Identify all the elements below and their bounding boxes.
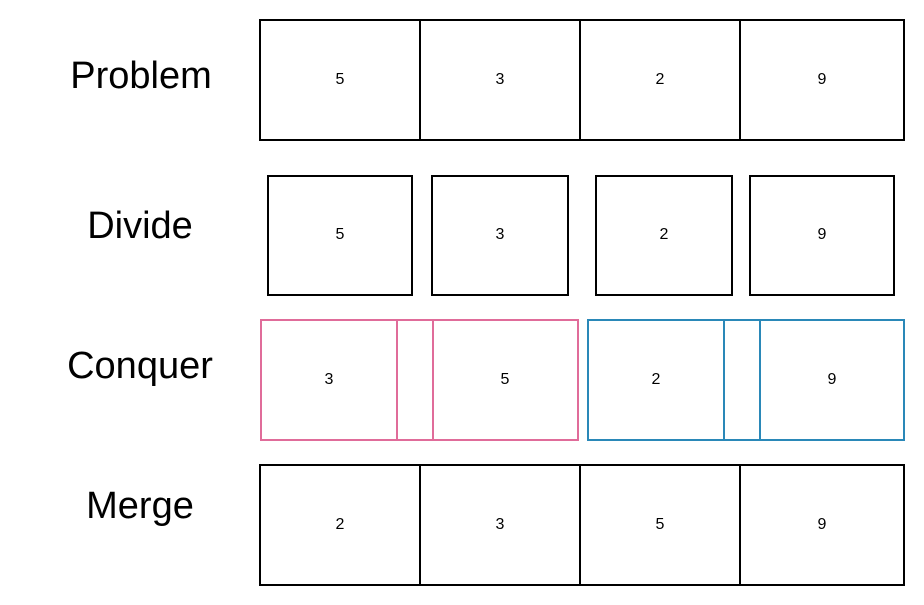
conquer-cell-4: 9 bbox=[828, 371, 837, 388]
conquer-left-group: 3 5 bbox=[260, 319, 579, 441]
problem-cell-2: 3 bbox=[496, 71, 505, 88]
divide-box-1 bbox=[267, 175, 413, 296]
merge-cell-4: 9 bbox=[818, 516, 827, 533]
conquer-right-group: 2 9 bbox=[587, 319, 905, 441]
conquer-cell-1: 3 bbox=[325, 371, 334, 388]
divide-cell-4: 9 bbox=[818, 226, 827, 243]
problem-cell-3: 2 bbox=[656, 71, 665, 88]
problem-cell-4: 9 bbox=[818, 71, 827, 88]
problem-array: 5 3 2 9 bbox=[259, 19, 905, 141]
conquer-cell-3: 2 bbox=[652, 371, 661, 388]
divide-box-3 bbox=[595, 175, 733, 296]
merge-array: 2 3 5 9 bbox=[259, 464, 905, 586]
merge-label: Merge bbox=[86, 485, 194, 527]
divide-box-2 bbox=[431, 175, 569, 296]
merge-cell-1: 2 bbox=[336, 516, 345, 533]
conquer-right-border bbox=[587, 319, 905, 441]
divide-box-4 bbox=[749, 175, 895, 296]
conquer-cell-2: 5 bbox=[501, 371, 510, 388]
merge-cell-2: 3 bbox=[496, 516, 505, 533]
divide-cell-3: 2 bbox=[660, 226, 669, 243]
divide-cell-2: 3 bbox=[496, 226, 505, 243]
merge-array-border bbox=[259, 464, 905, 586]
conquer-left-border bbox=[260, 319, 579, 441]
divide-label: Divide bbox=[87, 205, 193, 247]
conquer-label: Conquer bbox=[67, 345, 213, 387]
problem-array-border bbox=[259, 19, 905, 141]
problem-label: Problem bbox=[70, 55, 212, 97]
divide-cell-1: 5 bbox=[336, 226, 345, 243]
divide-cells: 5 3 2 9 bbox=[267, 175, 895, 296]
problem-cell-1: 5 bbox=[336, 71, 345, 88]
merge-cell-3: 5 bbox=[656, 516, 665, 533]
